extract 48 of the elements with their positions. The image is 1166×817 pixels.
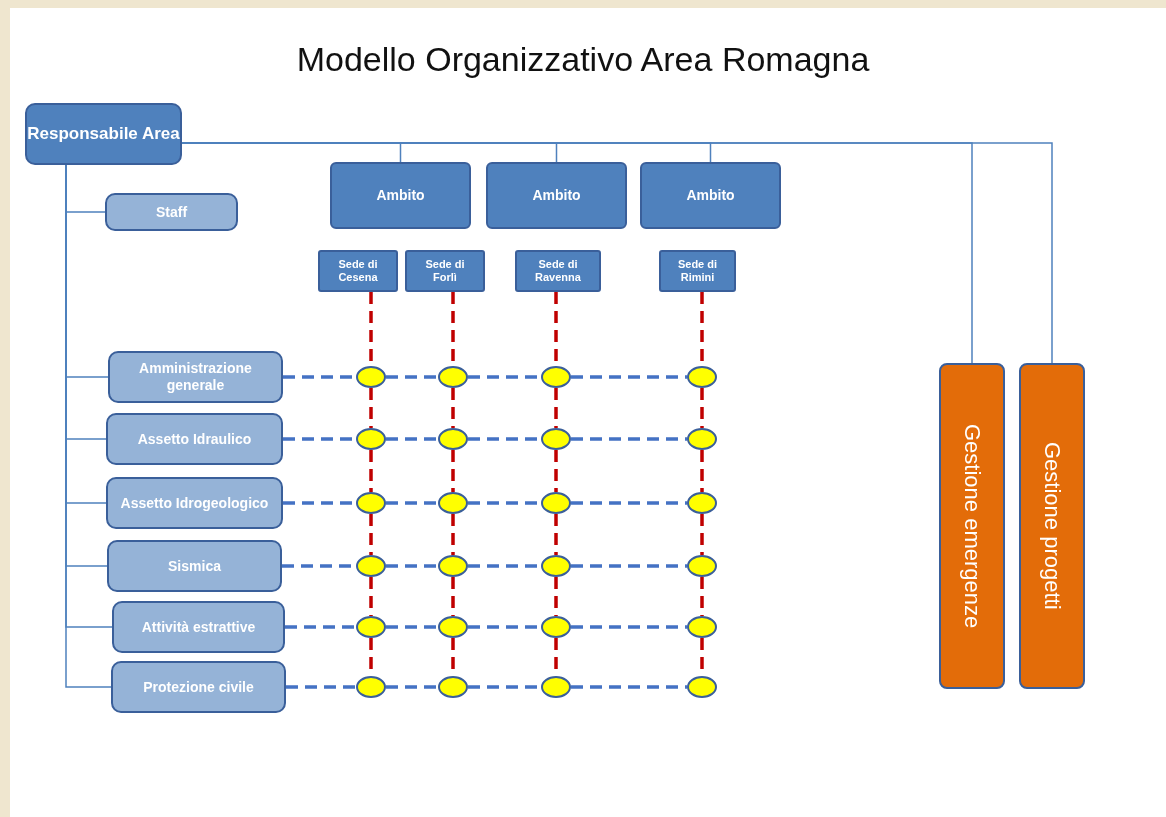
office-box: Sede di Ravenna — [515, 250, 601, 292]
dashed-line — [571, 564, 687, 568]
dashed-line — [571, 437, 687, 441]
office-box: Sede di Cesena — [318, 250, 398, 292]
dashed-line — [369, 450, 373, 492]
dashed-line — [554, 450, 558, 492]
dashed-line — [571, 501, 687, 505]
dashed-line — [386, 685, 438, 689]
unit-box: Gestione emergenze — [939, 363, 1005, 689]
dashed-line — [554, 388, 558, 428]
function-box: Sismica — [107, 540, 282, 592]
function-box: Amministrazione generale — [108, 351, 283, 403]
dashed-line — [369, 388, 373, 428]
dashed-line — [451, 514, 455, 555]
dashed-line — [369, 577, 373, 616]
diagram-title: Modello Organizzativo Area Romagna — [295, 40, 871, 79]
dashed-line — [386, 375, 438, 379]
district-box: Ambito — [640, 162, 781, 229]
function-box: Assetto Idraulico — [106, 413, 283, 465]
dashed-line — [369, 514, 373, 555]
dashed-line — [386, 625, 438, 629]
office-box: Sede di Rimini — [659, 250, 736, 292]
dashed-line — [554, 577, 558, 616]
dashed-line — [286, 685, 356, 689]
function-box: Assetto Idrogeologico — [106, 477, 283, 529]
dashed-line — [700, 514, 704, 555]
dashed-line — [451, 577, 455, 616]
dashed-line — [451, 450, 455, 492]
dashed-line — [700, 388, 704, 428]
dashed-line — [571, 625, 687, 629]
district-box: Ambito — [330, 162, 471, 229]
function-box: Attività estrattive — [112, 601, 285, 653]
dashed-line — [386, 437, 438, 441]
dashed-line — [386, 564, 438, 568]
office-box: Sede di Forlì — [405, 250, 485, 292]
dashed-line — [700, 450, 704, 492]
dashed-line — [554, 514, 558, 555]
dashed-line — [285, 625, 356, 629]
dashed-line — [571, 375, 687, 379]
district-box: Ambito — [486, 162, 627, 229]
manager-box: Responsabile Area — [25, 103, 182, 165]
dashed-line — [571, 685, 687, 689]
staff-box: Staff — [105, 193, 238, 231]
dashed-line — [386, 501, 438, 505]
dashed-line — [700, 577, 704, 616]
dashed-line — [451, 388, 455, 428]
function-box: Protezione civile — [111, 661, 286, 713]
unit-box: Gestione progetti — [1019, 363, 1085, 689]
